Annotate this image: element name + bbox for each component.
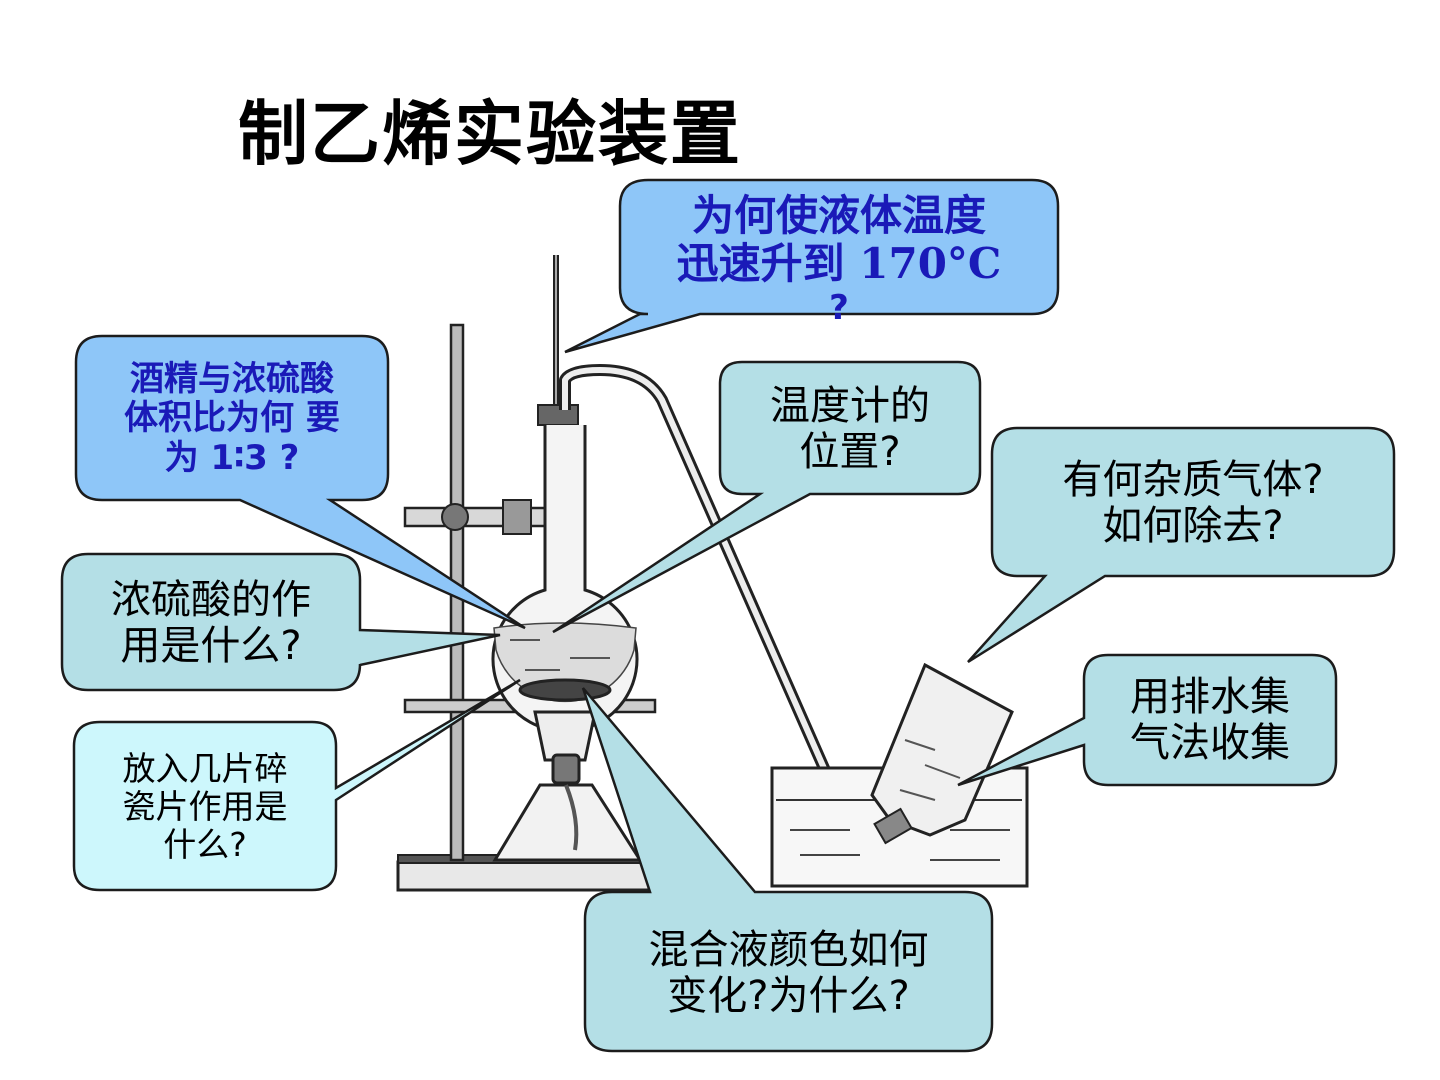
callout-line: 体积比为何 要 xyxy=(124,398,340,439)
callout-line: 什么? xyxy=(163,824,247,864)
callout-line: 为 1∶3 ? xyxy=(164,437,300,478)
delivery-tube xyxy=(559,364,866,853)
callout-line: 位置? xyxy=(799,429,901,475)
callout-line: 变化?为什么? xyxy=(667,972,910,1019)
callout-line: 如何除去? xyxy=(1102,503,1284,549)
callout-porcelain-chips-shape xyxy=(72,678,521,892)
callout-thermometer-position: 温度计的 位置? xyxy=(722,366,978,492)
callout-temperature-170-shape xyxy=(564,178,1060,354)
callout-mixture-color-shape xyxy=(581,687,994,1053)
callout-line: 酒精与浓硫酸 xyxy=(130,359,334,400)
callout-line: 放入几片碎 xyxy=(122,749,288,789)
callout-line: 为何使液体温度 xyxy=(691,191,986,240)
callout-sulfuric-acid-role-shape xyxy=(60,552,501,692)
callout-line: 有何杂质气体? xyxy=(1062,457,1324,503)
callout-thermometer-position-shape xyxy=(552,360,982,634)
gas-collecting-bottle xyxy=(870,662,1014,845)
callout-sulfuric-acid-role: 浓硫酸的作 用是什么? xyxy=(64,558,358,688)
callout-volume-ratio-shape xyxy=(74,334,526,630)
callout-porcelain-chips: 放入几片碎 瓷片作用是 什么? xyxy=(76,726,334,888)
callout-volume-ratio: 酒精与浓硫酸 体积比为何 要 为 1∶3 ? xyxy=(78,340,386,498)
callout-line: 用是什么? xyxy=(120,623,302,669)
callout-line: 浓硫酸的作 xyxy=(111,577,311,623)
callout-water-collection-shape xyxy=(957,653,1338,787)
callout-line: ? xyxy=(829,287,849,328)
callout-line: 迅速升到 170°C xyxy=(676,239,1002,289)
callout-line: 用排水集 xyxy=(1130,674,1290,720)
callout-mixture-color: 混合液颜色如何 变化?为什么? xyxy=(587,896,990,1049)
callout-impurity-gas: 有何杂质气体? 如何除去? xyxy=(994,432,1392,574)
round-bottom-flask xyxy=(491,404,639,733)
callout-line: 瓷片作用是 xyxy=(122,787,288,827)
alcohol-burner xyxy=(492,678,643,862)
page-title: 制乙烯实验装置 xyxy=(238,93,742,175)
callout-impurity-gas-shape xyxy=(967,426,1396,664)
callout-line: 气法收集 xyxy=(1130,720,1290,766)
callout-line: 混合液颜色如何 xyxy=(648,926,929,973)
callout-water-collection: 用排水集 气法收集 xyxy=(1086,658,1334,782)
callout-temperature-170: 为何使液体温度 迅速升到 170°C ? xyxy=(622,184,1056,360)
callout-line: 温度计的 xyxy=(770,383,930,429)
